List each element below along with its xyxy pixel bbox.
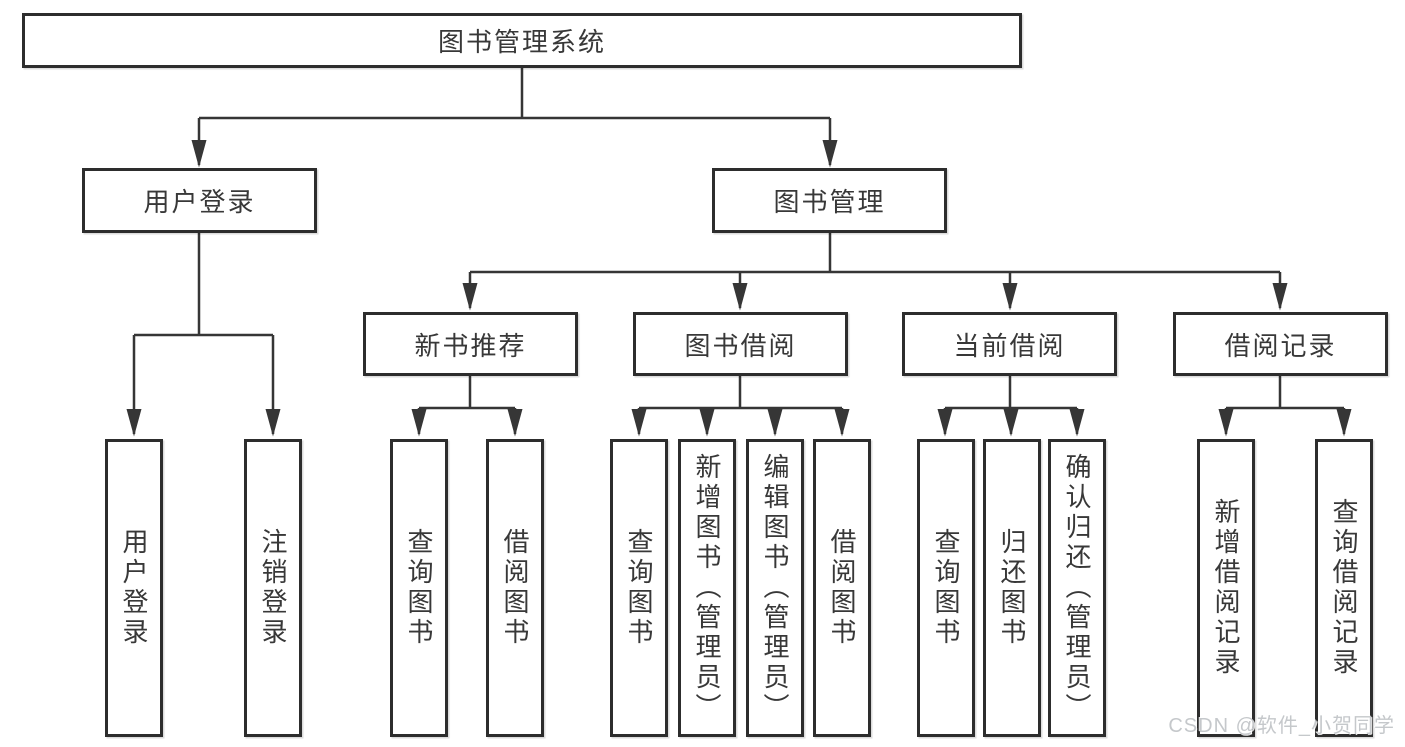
- leaf-label: 编辑图书（管理员）: [760, 453, 790, 723]
- leaf-label: 用户登录: [119, 528, 149, 648]
- node-label: 图书管理系统: [437, 27, 606, 57]
- node-borrowing-records: 借阅记录: [1173, 312, 1388, 376]
- node-label: 借阅记录: [1224, 330, 1337, 361]
- csdn-watermark: CSDN @软件_小贺同学: [1168, 715, 1395, 737]
- leaf-label: 新增借阅记录: [1211, 498, 1241, 678]
- leaf-query-books-borrowing: 查询图书: [610, 439, 668, 737]
- leaf-label: 查询图书: [404, 528, 434, 648]
- leaf-label: 查询图书: [624, 528, 654, 648]
- leaf-label: 借阅图书: [827, 528, 857, 648]
- node-label: 新书推荐: [414, 330, 527, 361]
- leaf-edit-books-admin: 编辑图书（管理员）: [746, 439, 804, 737]
- node-label: 用户登录: [143, 187, 256, 217]
- connector-arrows: [126, 118, 1352, 437]
- leaf-borrow-books-borrowing: 借阅图书: [813, 439, 871, 737]
- leaf-add-borrow-record: 新增借阅记录: [1197, 439, 1255, 737]
- leaf-add-books-admin: 新增图书（管理员）: [678, 439, 736, 737]
- leaf-logout-login: 注销登录: [244, 439, 302, 737]
- leaf-label: 查询图书: [931, 528, 961, 648]
- leaf-confirm-return-admin: 确认归还（管理员）: [1048, 439, 1106, 737]
- leaf-label: 新增图书（管理员）: [692, 453, 722, 723]
- node-label: 图书借阅: [684, 330, 797, 361]
- leaf-user-login: 用户登录: [105, 439, 163, 737]
- leaf-borrow-books-recommend: 借阅图书: [486, 439, 544, 737]
- node-new-book-recommend: 新书推荐: [363, 312, 578, 376]
- leaf-label: 借阅图书: [500, 528, 530, 648]
- node-book-management: 图书管理: [712, 168, 947, 233]
- connector-trunks: [134, 68, 1344, 410]
- leaf-query-borrow-record: 查询借阅记录: [1315, 439, 1373, 737]
- node-current-borrowing: 当前借阅: [902, 312, 1117, 376]
- leaf-label: 归还图书: [997, 528, 1027, 648]
- node-label: 图书管理: [773, 187, 886, 217]
- leaf-label: 注销登录: [258, 528, 288, 648]
- node-user-login: 用户登录: [82, 168, 317, 233]
- leaf-label: 确认归还（管理员）: [1062, 453, 1092, 723]
- leaf-label: 查询借阅记录: [1329, 498, 1359, 678]
- leaf-query-books-current: 查询图书: [917, 439, 975, 737]
- node-root-system: 图书管理系统: [22, 13, 1022, 68]
- node-book-borrowing: 图书借阅: [633, 312, 848, 376]
- node-label: 当前借阅: [953, 330, 1066, 361]
- leaf-query-books-recommend: 查询图书: [390, 439, 448, 737]
- leaf-return-books: 归还图书: [983, 439, 1041, 737]
